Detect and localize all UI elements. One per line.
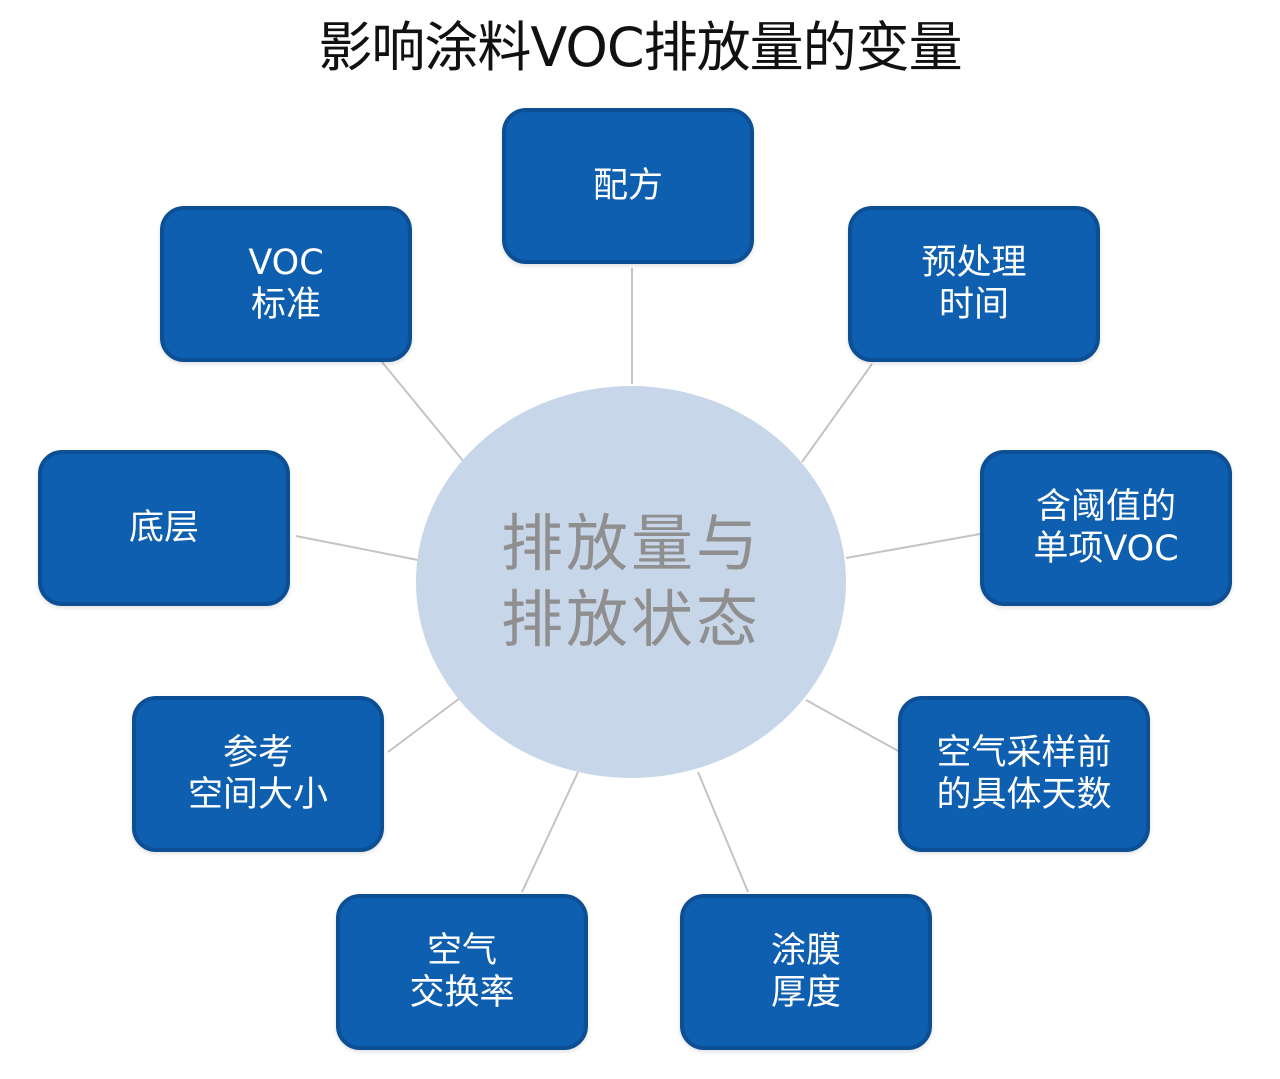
node-label: 交换率 bbox=[409, 973, 515, 1013]
node-voc-standard: VOC 标准 bbox=[160, 206, 412, 362]
node-label: 含阈值的 bbox=[1035, 487, 1176, 527]
diagram-title: 影响涂料VOC排放量的变量 bbox=[318, 16, 962, 79]
node-substrate: 底层 bbox=[38, 450, 290, 606]
node-label: 标准 bbox=[250, 285, 321, 325]
node-reference-space: 参考 空间大小 bbox=[132, 696, 384, 852]
connector-days-before-sampling bbox=[805, 699, 901, 753]
node-label: 参考 bbox=[222, 733, 293, 773]
node-days-before-sampling: 空气采样前 的具体天数 bbox=[898, 696, 1150, 852]
node-label: 单项VOC bbox=[1033, 529, 1179, 569]
node-label: 厚度 bbox=[770, 973, 841, 1013]
node-label: 空气 bbox=[426, 931, 497, 971]
connector-air-exchange-rate bbox=[521, 771, 579, 893]
connector-film-thickness bbox=[697, 771, 749, 893]
connector-threshold-voc bbox=[845, 533, 981, 559]
node-film-thickness: 涂膜 厚度 bbox=[680, 894, 932, 1050]
connector-reference-space bbox=[387, 697, 461, 753]
node-label: 底层 bbox=[128, 508, 199, 548]
node-label: 的具体天数 bbox=[936, 775, 1112, 815]
center-hub: 排放量与 排放状态 bbox=[416, 386, 846, 778]
node-formula: 配方 bbox=[502, 108, 754, 264]
node-air-exchange-rate: 空气 交换率 bbox=[336, 894, 588, 1050]
center-line-2: 排放状态 bbox=[500, 583, 761, 656]
connector-pretreatment-time bbox=[801, 363, 873, 463]
node-threshold-voc: 含阈值的 单项VOC bbox=[980, 450, 1232, 606]
node-label: 预处理 bbox=[921, 243, 1027, 283]
node-label: 空气采样前 bbox=[936, 733, 1112, 773]
node-label: 配方 bbox=[592, 166, 663, 206]
node-label: 时间 bbox=[938, 285, 1009, 325]
node-pretreatment-time: 预处理 时间 bbox=[848, 206, 1100, 362]
node-label: 空间大小 bbox=[187, 775, 328, 815]
node-label: 涂膜 bbox=[770, 931, 841, 971]
node-label: VOC bbox=[248, 243, 324, 283]
connector-substrate bbox=[295, 535, 419, 561]
connector-voc-standard bbox=[381, 361, 465, 463]
center-line-1: 排放量与 bbox=[500, 507, 761, 580]
